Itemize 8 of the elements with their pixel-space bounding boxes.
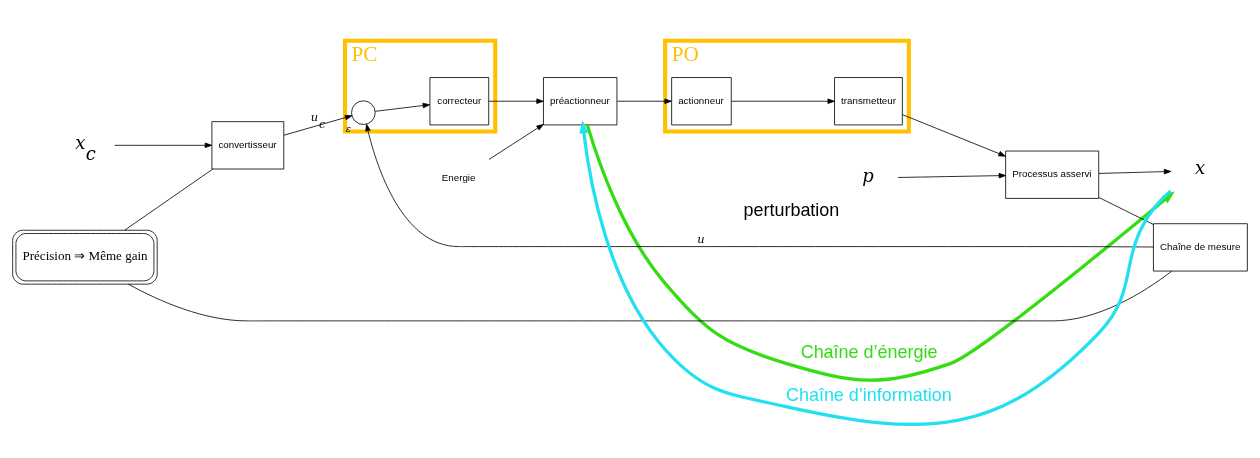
node-text: Energie	[441, 171, 476, 183]
node-text: x	[1195, 156, 1206, 178]
node-label: perturbation	[743, 199, 840, 220]
edge-label: u	[697, 231, 705, 246]
edge-label: Chaîne d’information	[785, 384, 952, 405]
node-text: p	[862, 164, 874, 186]
edge-label: Chaîne d’énergie	[800, 341, 938, 362]
node-label: ε	[345, 122, 352, 134]
